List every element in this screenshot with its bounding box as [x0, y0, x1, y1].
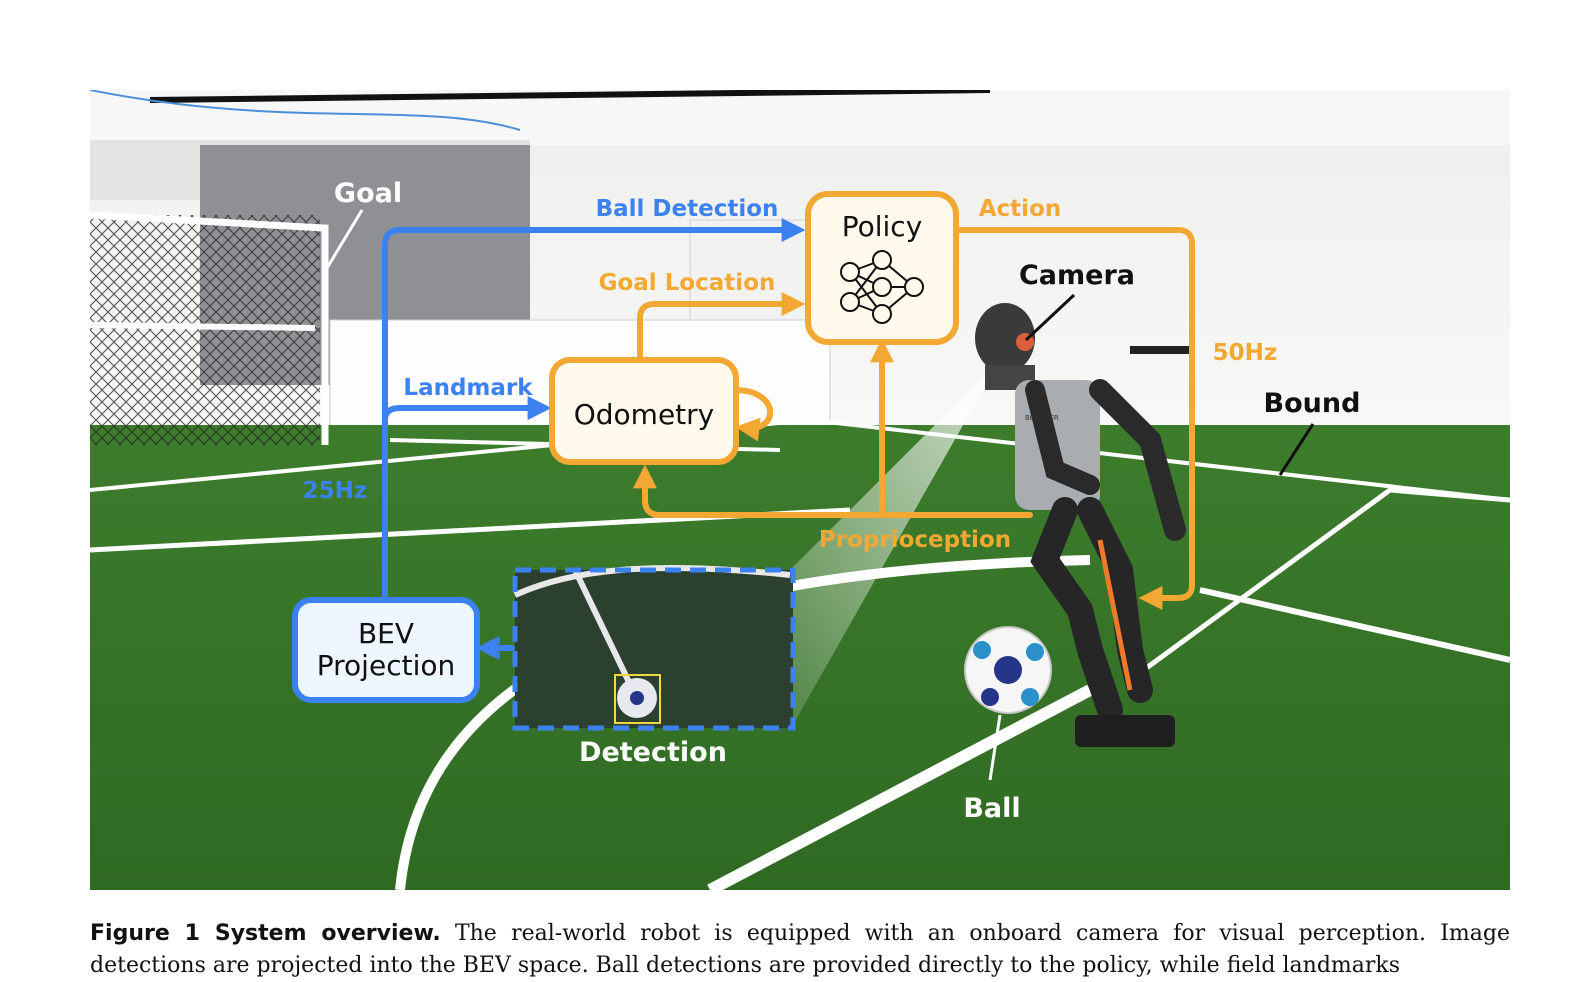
detection-inset	[512, 564, 796, 731]
goal-pointer	[325, 209, 364, 269]
camera-pointer	[1024, 293, 1076, 342]
camera-field-of-view	[790, 360, 1000, 730]
bev-label-line2: Projection	[317, 649, 455, 682]
policy-node: Policy	[805, 191, 959, 345]
landmark-label: Landmark	[403, 375, 533, 401]
ball-detection-arrow	[382, 218, 806, 603]
ball-detection-label: Ball Detection	[596, 196, 779, 222]
neural-network-icon	[840, 250, 924, 324]
humanoid-robot: BOOSTER	[975, 303, 1190, 747]
bev-label-line1: BEV	[358, 617, 414, 650]
bev-projection-node: BEV Projection	[292, 597, 480, 703]
goal-location-arrow	[637, 292, 806, 361]
system-overview-figure: BOOSTER Policy	[90, 90, 1510, 890]
odometry-self-loop-arrow	[732, 387, 773, 442]
proprioception-label: Proprioception	[819, 527, 1011, 553]
orange-flow-arrows	[633, 227, 1195, 610]
figure-labels: Goal Ball Detection Action Camera Goal L…	[303, 178, 1361, 824]
action-arrow	[955, 227, 1195, 610]
ball-label: Ball	[963, 793, 1020, 824]
proprioception-arrow	[633, 464, 1033, 518]
policy-label: Policy	[842, 210, 923, 243]
rate-50hz-label: 50Hz	[1213, 340, 1278, 366]
action-label: Action	[979, 196, 1062, 222]
goal-net	[90, 211, 329, 445]
figure-caption: Figure 1 System overview. The real-world…	[90, 918, 1510, 982]
soccer-ball	[964, 626, 1052, 714]
blue-flow-arrows	[382, 218, 806, 660]
ball-pointer	[988, 714, 1002, 781]
detection-label: Detection	[579, 737, 727, 768]
camera-label: Camera	[1019, 260, 1135, 291]
rate-25hz-label: 25Hz	[303, 478, 368, 504]
odometry-label: Odometry	[574, 398, 715, 431]
detection-bounding-box	[614, 674, 661, 724]
bound-pointer	[1278, 423, 1315, 476]
goal-label: Goal	[334, 178, 402, 209]
odometry-node: Odometry	[549, 357, 739, 465]
bound-label: Bound	[1264, 388, 1361, 419]
goal-location-label: Goal Location	[599, 270, 776, 296]
caption-label: Figure 1 System overview.	[90, 921, 441, 946]
caption-text: The real-world robot is equipped with an…	[90, 921, 1510, 978]
landmark-arrow	[382, 396, 552, 423]
svg-text:BOOSTER: BOOSTER	[1025, 414, 1059, 422]
